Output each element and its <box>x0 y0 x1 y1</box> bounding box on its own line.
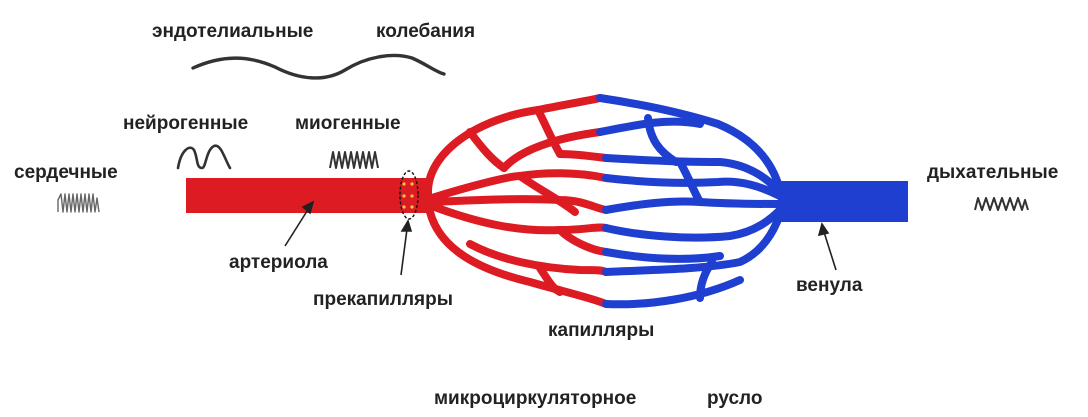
venous-capillaries <box>600 98 780 304</box>
arrow-venule <box>824 232 836 270</box>
label-bed: русло <box>707 388 762 409</box>
slow-wave-icon <box>193 55 444 77</box>
venule-vessel <box>778 181 908 222</box>
label-cardiac: сердечные <box>14 162 118 183</box>
label-oscillations: колебания <box>376 21 475 42</box>
arterial-capillaries <box>428 98 606 304</box>
arrow-precapillaries <box>401 229 407 275</box>
label-capillaries: капилляры <box>548 320 654 341</box>
respiratory-wave-icon <box>975 198 1028 210</box>
label-endothelial: эндотелиальные <box>152 21 313 42</box>
myogenic-wave-icon <box>330 152 378 168</box>
label-neurogenic: нейрогенные <box>123 113 248 134</box>
label-respiratory: дыхательные <box>927 162 1058 183</box>
label-venule: венула <box>796 275 863 296</box>
label-arteriole: артериола <box>229 252 328 273</box>
label-microvascular: микроциркуляторное <box>434 388 636 409</box>
arrow-arteriole <box>285 208 309 246</box>
label-myogenic: миогенные <box>295 113 401 134</box>
cardiac-wave-icon <box>58 194 99 212</box>
neurogenic-wave-icon <box>178 146 230 168</box>
label-precapillaries: прекапилляры <box>313 289 453 310</box>
